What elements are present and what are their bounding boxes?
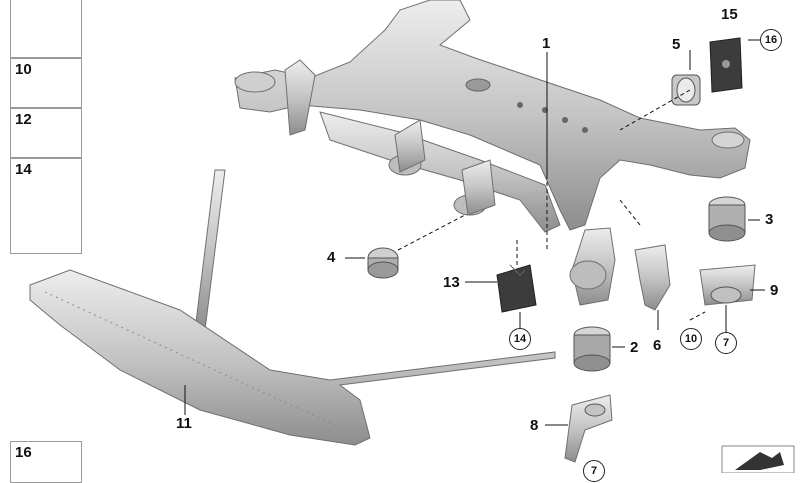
- callout-13: 13: [443, 274, 460, 291]
- circled-ref-10: 10: [680, 328, 702, 350]
- circled-ref-7-lower: 7: [583, 460, 605, 482]
- rubber-mount-13: [496, 264, 537, 313]
- rubber-mount-4: [367, 247, 399, 279]
- circled-ref-16: 16: [760, 29, 782, 51]
- legend-cell-14: 14: [10, 158, 82, 254]
- callout-11: 11: [176, 415, 192, 432]
- rubber-mount-3: [708, 196, 746, 242]
- view-orientation-thumbnail: [721, 445, 795, 473]
- diagram-artwork: [29, 0, 795, 473]
- legend-label-10: 10: [15, 61, 32, 78]
- parts-diagram: 10 12 14 16 1 2 3 4 5 6 8 9 11 13 15 16 …: [10, 0, 795, 483]
- callout-9: 9: [770, 282, 779, 299]
- rubber-mount-2: [573, 326, 611, 372]
- callout-3: 3: [765, 211, 774, 228]
- bracket-6: [634, 244, 671, 311]
- callout-4: 4: [327, 249, 336, 266]
- circled-ref-14: 14: [509, 328, 531, 350]
- callout-5: 5: [672, 36, 681, 53]
- callout-2: 2: [630, 339, 639, 356]
- legend-cell-bolt-long: [10, 0, 82, 58]
- underbody-brace: [29, 169, 556, 446]
- legend-cell-10: 10: [10, 58, 82, 108]
- legend-label-16: 16: [15, 444, 32, 461]
- circled-ref-7-upper: 7: [715, 332, 737, 354]
- bracket-8: [564, 394, 613, 463]
- callout-1: 1: [542, 35, 551, 52]
- rubber-mount-5: [671, 74, 701, 106]
- leader-lines: [184, 39, 765, 426]
- bracket-15: [709, 37, 743, 93]
- rear-subframe: [234, 0, 751, 306]
- legend-cell-12: 12: [10, 108, 82, 158]
- legend-label-14: 14: [15, 161, 32, 178]
- legend-cell-16: 16: [10, 441, 82, 483]
- callout-6: 6: [653, 337, 662, 354]
- callout-8: 8: [530, 417, 539, 434]
- bracket-9: [699, 264, 756, 306]
- callout-15: 15: [721, 6, 738, 23]
- legend-label-12: 12: [15, 111, 32, 128]
